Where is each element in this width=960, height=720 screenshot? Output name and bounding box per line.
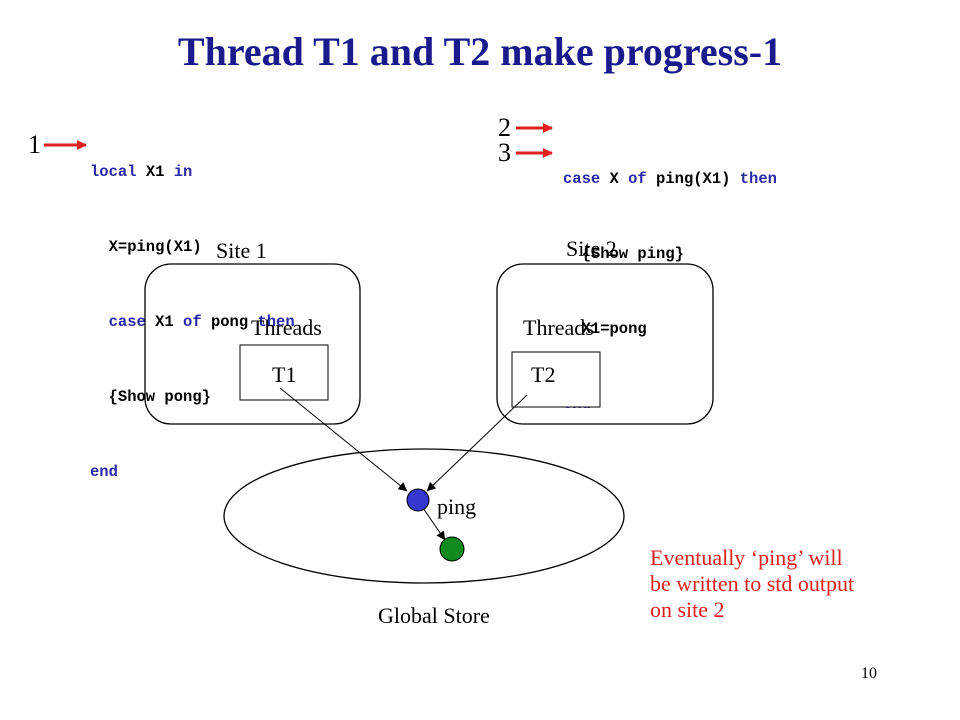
- t1-reference-arrow: [279, 387, 408, 492]
- code-line: case X of ping(X1) then: [563, 170, 777, 188]
- slide-title: Thread T1 and T2 make progress-1: [177, 29, 783, 74]
- site1-threads-label: Threads: [251, 315, 322, 340]
- step-marker-1: 1: [28, 130, 41, 159]
- code-line: X=ping(X1): [90, 238, 202, 256]
- thread-t2-label: T2: [531, 362, 556, 387]
- site2-threads-label: Threads: [523, 315, 594, 340]
- annotation-note: Eventually ‘ping’ will be written to std…: [650, 545, 854, 623]
- ping-label: ping: [437, 494, 477, 519]
- annotation-line: be written to std output: [650, 571, 855, 596]
- code-line: X1=pong: [563, 320, 647, 338]
- code-line: {Show ping}: [563, 245, 684, 263]
- thread-t2-box: [511, 351, 601, 408]
- code-line: end: [90, 463, 118, 481]
- code-line: {Show pong}: [90, 388, 211, 406]
- t2-reference-arrow: [426, 394, 528, 492]
- binding-arrow: [422, 507, 446, 541]
- site1-label: Site 1: [216, 238, 267, 263]
- ping-variable-node: [406, 488, 430, 512]
- global-store-label: Global Store: [378, 603, 490, 628]
- step-marker-3: 3: [498, 138, 511, 167]
- site2-label: Site 2: [566, 236, 617, 261]
- annotation-line: Eventually ‘ping’ will: [650, 545, 843, 570]
- code-line: case X1 of pong then: [90, 313, 295, 331]
- value-node: [439, 536, 465, 562]
- global-store-ellipse: [223, 448, 625, 584]
- step-marker-2: 2: [498, 113, 511, 142]
- site2-box: [496, 263, 714, 425]
- code-line: local X1 in: [90, 163, 193, 181]
- page-number: 10: [861, 665, 877, 682]
- annotation-line: on site 2: [650, 597, 725, 622]
- site1-box: [144, 263, 361, 425]
- thread-t1-label: T1: [272, 362, 297, 387]
- code-block-site1: local X1 in X=ping(X1) case X1 of pong t…: [90, 110, 295, 535]
